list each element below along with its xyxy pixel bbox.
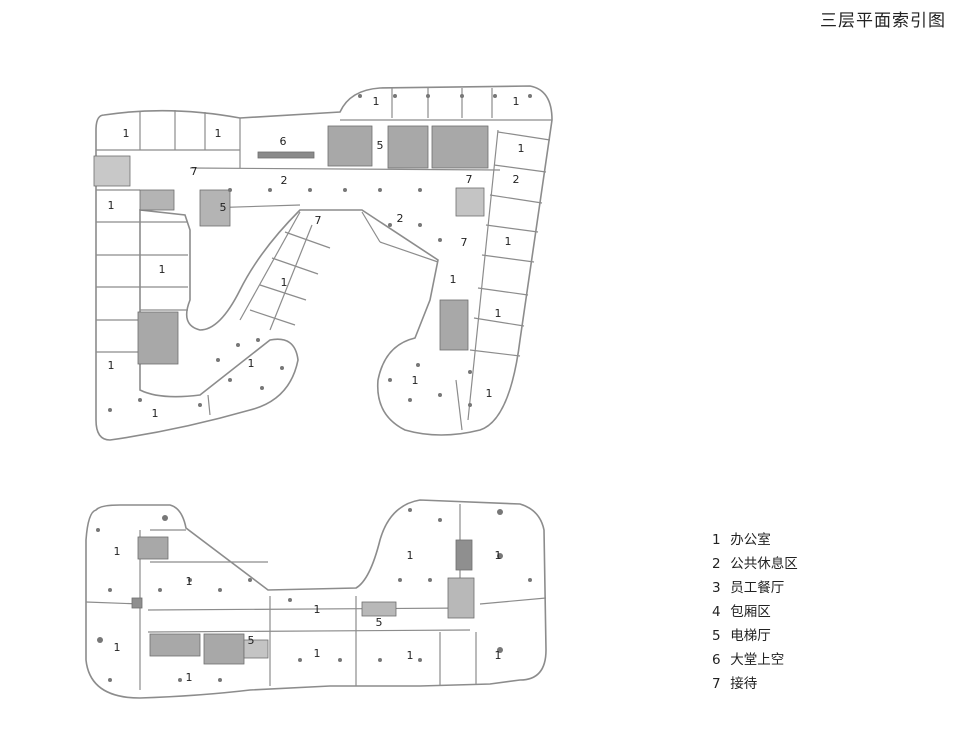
- legend-item: 4 包厢区: [712, 600, 798, 624]
- legend-text: 办公室: [730, 532, 771, 548]
- plan-title: 三层平面索引图: [820, 11, 946, 31]
- room-label: 1: [281, 276, 288, 289]
- legend: 1 办公室 2 公共休息区 3 员工餐厅 4 包厢区 5 电梯厅 6 大堂上空 …: [712, 528, 798, 696]
- legend-text: 员工餐厅: [730, 580, 785, 596]
- upper-columns: [108, 94, 532, 412]
- room-label: 1: [407, 649, 414, 662]
- room-label: 7: [315, 214, 322, 227]
- lower-columns: [96, 508, 532, 682]
- room-label: 5: [220, 201, 227, 214]
- legend-number: 1: [712, 532, 721, 548]
- room-label: 1: [108, 199, 115, 212]
- room-label: 2: [513, 173, 520, 186]
- lower-cores: [131, 536, 475, 665]
- room-label: 1: [186, 575, 193, 588]
- room-label: 6: [280, 135, 287, 148]
- legend-text: 电梯厅: [730, 628, 771, 644]
- legend-number: 6: [712, 652, 721, 668]
- room-label: 1: [314, 603, 321, 616]
- legend-item: 6 大堂上空: [712, 648, 798, 672]
- room-label: 1: [412, 374, 419, 387]
- room-label: 5: [376, 616, 383, 629]
- legend-text: 公共休息区: [730, 556, 798, 572]
- room-label: 1: [186, 671, 193, 684]
- upper-outline: [95, 85, 553, 441]
- room-label: 1: [108, 359, 115, 372]
- room-label: 1: [495, 649, 502, 662]
- room-label: 1: [123, 127, 130, 140]
- room-label: 1: [152, 407, 159, 420]
- room-label: 1: [407, 549, 414, 562]
- room-label: 1: [114, 641, 121, 654]
- room-label: 1: [159, 263, 166, 276]
- room-label: 1: [513, 95, 520, 108]
- legend-number: 4: [712, 604, 721, 620]
- room-label: 1: [450, 273, 457, 286]
- legend-item: 3 员工餐厅: [712, 576, 798, 600]
- room-label: 1: [114, 545, 121, 558]
- legend-item: 7 接待: [712, 672, 798, 696]
- legend-number: 5: [712, 628, 721, 644]
- room-label: 2: [281, 174, 288, 187]
- legend-number: 2: [712, 556, 721, 572]
- legend-item: 1 办公室: [712, 528, 798, 552]
- legend-text: 包厢区: [730, 604, 771, 620]
- room-label: 7: [461, 236, 468, 249]
- legend-item: 2 公共休息区: [712, 552, 798, 576]
- room-label: 1: [373, 95, 380, 108]
- upper-cores: [93, 125, 489, 365]
- room-label: 5: [248, 634, 255, 647]
- room-label: 7: [191, 165, 198, 178]
- room-label: 1: [215, 127, 222, 140]
- room-label: 1: [248, 357, 255, 370]
- room-label: 2: [397, 212, 404, 225]
- legend-number: 3: [712, 580, 721, 596]
- room-label: 1: [518, 142, 525, 155]
- room-label: 1: [495, 307, 502, 320]
- legend-text: 大堂上空: [730, 652, 785, 668]
- room-label: 7: [466, 173, 473, 186]
- lower-floor-plan: [85, 499, 547, 699]
- legend-item: 5 电梯厅: [712, 624, 798, 648]
- lower-outline: [85, 499, 547, 699]
- room-label: 1: [486, 387, 493, 400]
- legend-number: 7: [712, 676, 721, 692]
- room-label: 1: [495, 549, 502, 562]
- room-labels: 1 1 1 1 1 1 1 1 1 1 1 1 1 1 1 1 1 1 1 1 …: [108, 95, 525, 684]
- room-label: 1: [505, 235, 512, 248]
- legend-text: 接待: [730, 676, 758, 692]
- room-label: 1: [314, 647, 321, 660]
- room-label: 5: [377, 139, 384, 152]
